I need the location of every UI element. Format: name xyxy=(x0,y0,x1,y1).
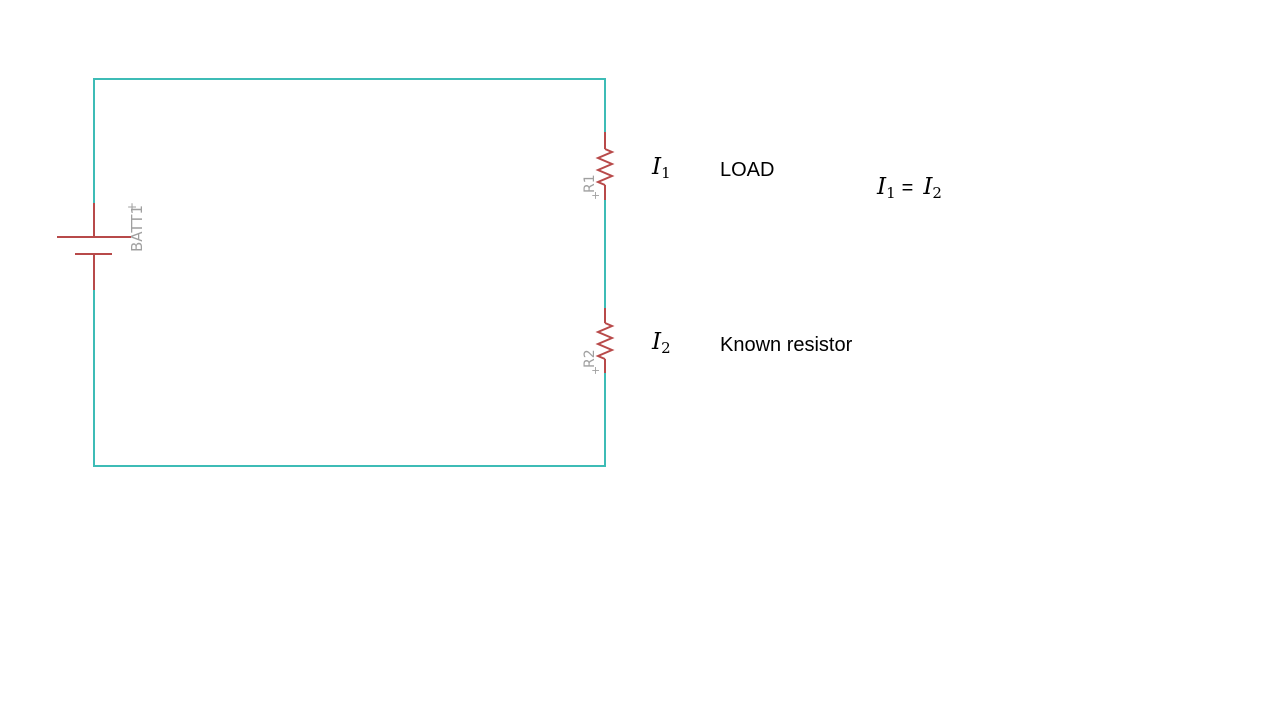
equation-lhs-symbol: I xyxy=(877,174,887,200)
battery-designator: BATT1 xyxy=(128,205,146,252)
wire-bottom xyxy=(93,290,606,467)
equation-rhs-symbol: I xyxy=(923,174,933,200)
battery-symbol xyxy=(57,203,131,290)
equation-rhs-subscript: 2 xyxy=(932,184,942,202)
resistor-r2-symbol xyxy=(595,308,615,373)
current-i2-label: I2 xyxy=(652,329,671,357)
load-label: LOAD xyxy=(720,159,775,181)
r1-zigzag xyxy=(595,148,615,186)
equation-equals-sign: = xyxy=(901,177,914,199)
resistor-r1-symbol xyxy=(595,132,615,200)
wire-left-top xyxy=(93,78,606,203)
current-i1-label: I1 xyxy=(652,154,671,182)
current-i1-subscript: 1 xyxy=(661,164,671,182)
r2-designator: R2 xyxy=(582,349,598,368)
equation-lhs-subscript: 1 xyxy=(886,184,896,202)
battery-plus-mark: + xyxy=(125,202,139,212)
current-i2-subscript: 2 xyxy=(661,339,671,357)
r2-zigzag xyxy=(595,322,615,360)
known-resistor-label: Known resistor xyxy=(720,334,853,356)
wires xyxy=(93,78,606,467)
current-i2-symbol: I xyxy=(652,329,662,355)
equation: I1=I2 xyxy=(877,174,942,202)
r1-designator: R1 xyxy=(582,174,598,193)
r2-plus-mark: + xyxy=(589,366,602,375)
r1-plus-mark: + xyxy=(589,191,602,200)
current-i1-symbol: I xyxy=(652,154,662,180)
